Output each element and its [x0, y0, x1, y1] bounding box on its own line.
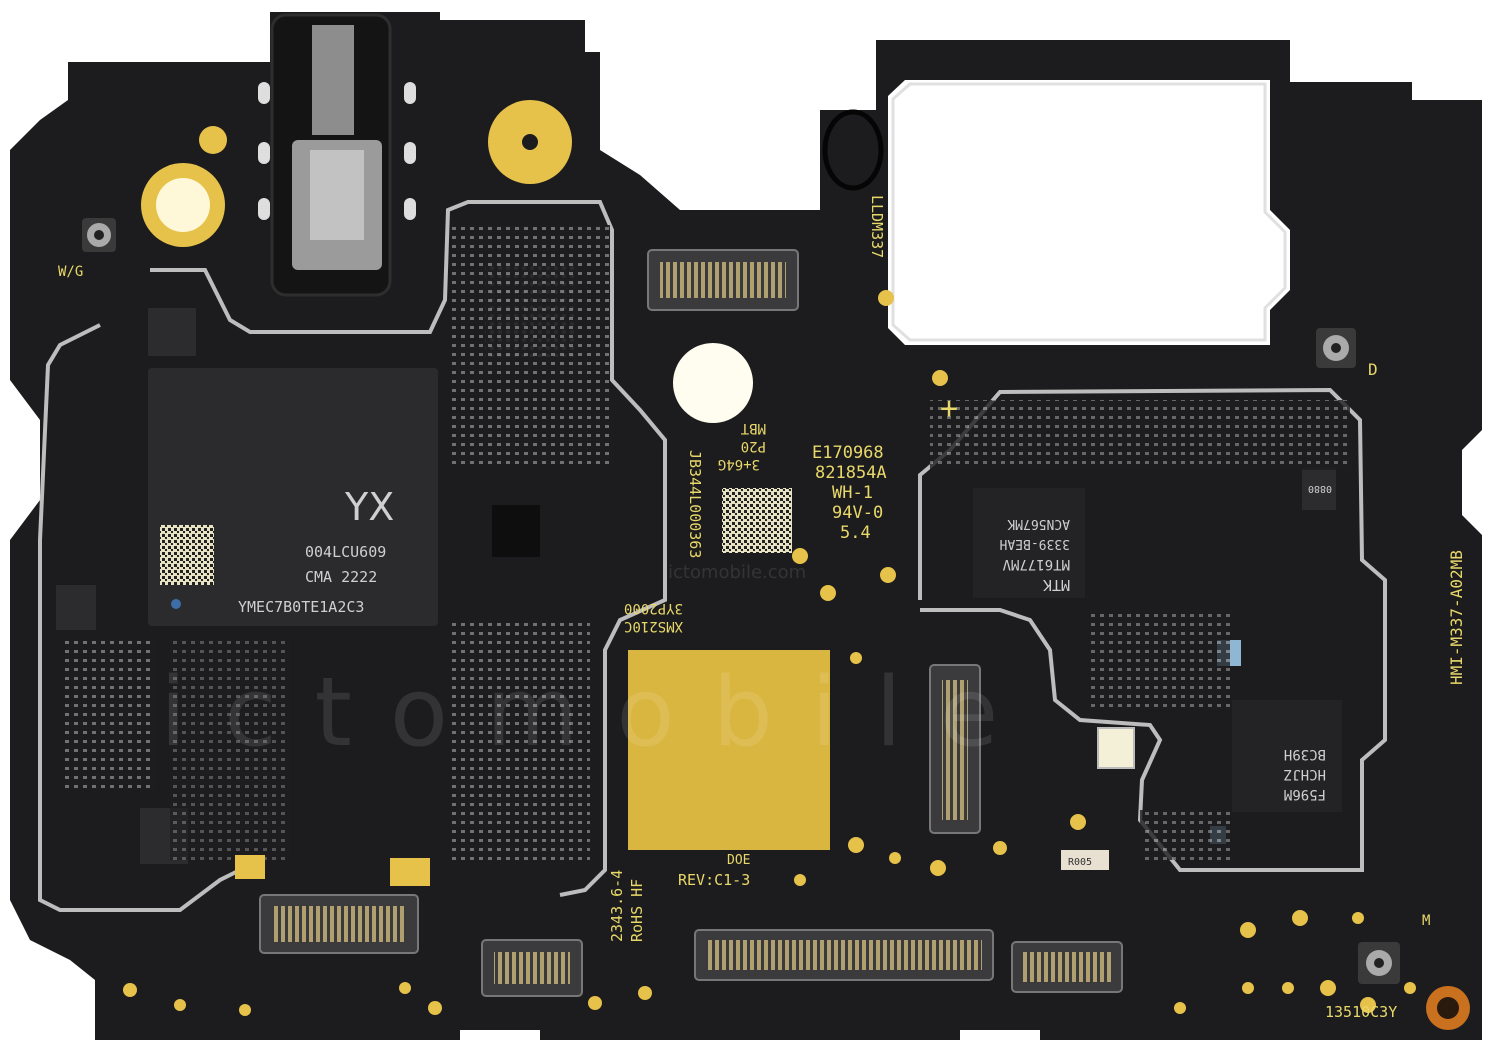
- mtk-line1: MTK: [1043, 576, 1070, 594]
- label-jb: JB344L000363: [686, 450, 704, 558]
- watermark: ictomobile: [160, 658, 1036, 768]
- label-xms: XMS210C: [624, 618, 683, 634]
- shield-frame-left: [38, 323, 241, 912]
- label-wh: WH-1: [832, 483, 873, 503]
- emmc-chip: [148, 368, 438, 626]
- rf-line2: HCHJZ: [1284, 766, 1326, 782]
- mtk-chip: [973, 488, 1085, 598]
- label-wg: W/G: [58, 264, 83, 280]
- label-ver: 5.4: [840, 523, 871, 543]
- label-doe: DOE: [727, 853, 750, 868]
- pmic-chip: [492, 505, 540, 557]
- emmc-line1: 004LCU609: [305, 543, 386, 561]
- label-serial: 13510C3Y: [1325, 1003, 1397, 1021]
- emmc-line3: YMEC7B0TE1A2C3: [238, 598, 364, 616]
- label-rev: REV:C1-3: [678, 871, 750, 889]
- shield-frame-top: [150, 200, 667, 897]
- rf-chip: [1232, 700, 1342, 812]
- label-m: M: [1422, 913, 1430, 929]
- label-mem: 3+64G: [718, 456, 760, 472]
- mtk-line4: ACN567MK: [1007, 516, 1070, 531]
- emmc-logo: YX: [344, 485, 394, 529]
- shield-frame-right: [918, 387, 1387, 872]
- label-model: HMI-M337-A02MB: [1447, 550, 1466, 685]
- antenna-connector-d[interactable]: [1316, 328, 1356, 368]
- camera-cutout: [888, 80, 1290, 345]
- label-p20: P20: [741, 438, 766, 454]
- test-pads: [123, 290, 1416, 1016]
- label-d: D: [1368, 360, 1378, 379]
- rf-line1: F596M: [1284, 786, 1326, 802]
- watermark-url: ictomobile.com: [668, 562, 806, 583]
- label-lldm: LLDM337: [868, 195, 886, 258]
- small-chip-code: 0880: [1308, 483, 1332, 494]
- gold-shield-pad: [628, 650, 830, 850]
- mount-hole-3: [673, 343, 753, 423]
- antenna-connector-m[interactable]: [1358, 942, 1400, 984]
- label-ul-cert: E170968: [812, 443, 884, 463]
- rf-line3: BC39H: [1284, 746, 1326, 762]
- marker-ring: [822, 109, 884, 191]
- label-plus: +: [940, 391, 958, 426]
- label-rohs1: 2343.6-4: [608, 870, 626, 942]
- emmc-line2: CMA 2222: [305, 568, 377, 586]
- r005-label: R005: [1068, 857, 1092, 868]
- label-mbt: MBT: [740, 420, 766, 436]
- label-rohs2: RoHS HF: [628, 879, 646, 942]
- mtk-line2: MT6177MV: [1002, 556, 1070, 572]
- label-v0: 94V-0: [832, 503, 883, 523]
- label-ul-code: 821854A: [815, 463, 887, 483]
- datamatrix: [722, 488, 792, 553]
- label-yp: 3YP2000: [624, 600, 683, 616]
- antenna-connector-wg[interactable]: [82, 218, 116, 252]
- mtk-line3: 3339-BEAH: [1000, 536, 1070, 551]
